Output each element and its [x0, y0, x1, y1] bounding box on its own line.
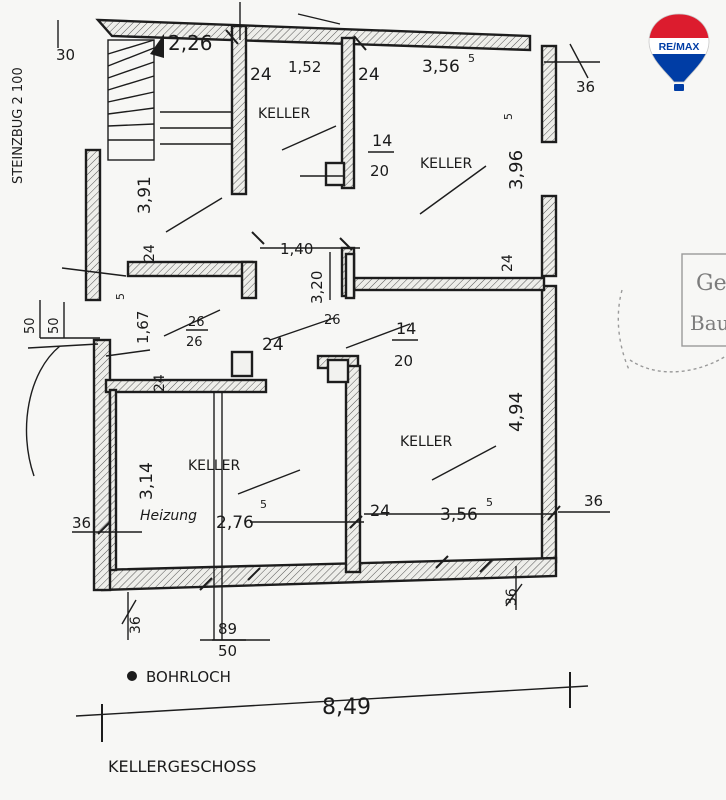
dim-text-3-56-bottom: 3,56: [440, 505, 478, 525]
dim-text-4-94: 4,94: [506, 392, 527, 432]
borehole-label: BOHRLOCH: [146, 668, 231, 686]
dim-text-14b-den: 20: [394, 352, 413, 370]
dimension-ticks: [97, 29, 561, 591]
stamp-text-2: Bau: [690, 311, 726, 335]
interior-walls: [104, 24, 546, 574]
dim-text-36-left: 36: [72, 514, 91, 532]
dim-text-36-bb: 36: [504, 588, 520, 606]
dim-text-24c: 24: [142, 244, 158, 262]
dim-text-14a-num: 14: [372, 131, 392, 150]
remax-balloon-logo: RE/MAX: [648, 13, 710, 91]
stamp-text-1: Ge: [696, 271, 726, 296]
dim-text-26b: 26: [324, 313, 341, 328]
room-label-keller-2: KELLER: [420, 156, 472, 172]
dim-text-30: 30: [56, 46, 75, 64]
overall-width: 8,49: [322, 695, 371, 720]
outer-walls: [84, 18, 558, 592]
dim-text-36-br: 36: [584, 492, 603, 510]
dimension-texts: 30 2,26 24 1,52 24 3,56 5 36 3,96 5 14 2…: [11, 31, 603, 660]
dim-text-50b: 50: [47, 317, 62, 334]
dim-text-24d: 24: [500, 254, 516, 272]
dimension-lines: [25, 2, 610, 742]
dim-text-24f: 24: [152, 374, 168, 392]
dim-text-3-20: 3,20: [308, 271, 326, 304]
approval-stamp: Ge Bau: [617, 253, 726, 373]
dim-text-3-91: 3,91: [135, 176, 155, 214]
dim-sup-5e: 5: [486, 496, 493, 509]
dim-sup-5d: 5: [260, 498, 267, 511]
room-labels: KELLER KELLER KELLER KELLER Heizung: [140, 106, 472, 524]
stair-note: STEINZBUG 2 100: [11, 67, 26, 184]
room-label-keller-1: KELLER: [258, 106, 310, 122]
dim-text-3-56-top: 3,56: [422, 57, 460, 77]
dim-text-24e: 24: [262, 335, 284, 355]
dim-text-89: 89: [218, 620, 237, 638]
logo-text: RE/MAX: [659, 41, 700, 53]
dim-text-3-14: 3,14: [137, 462, 157, 500]
dim-text-50a: 50: [23, 317, 38, 334]
dim-text-26-den: 26: [186, 335, 203, 350]
dim-text-1-40: 1,40: [280, 240, 313, 258]
dim-text-50c: 50: [218, 642, 237, 660]
dim-text-3-96: 3,96: [506, 150, 527, 190]
dim-text-14a-den: 20: [370, 162, 389, 180]
staircase: [57, 20, 232, 161]
borehole-dot-icon: [127, 671, 137, 681]
dim-sup-5c: 5: [114, 293, 127, 300]
dim-text-24a: 24: [250, 65, 272, 85]
room-label-keller-3: KELLER: [400, 434, 452, 450]
arrow-icon: [150, 34, 164, 58]
dim-text-26-num: 26: [188, 315, 205, 330]
dim-sup-5b: 5: [502, 113, 515, 120]
dim-text-1-52: 1,52: [288, 58, 321, 76]
room-label-heizung: Heizung: [140, 508, 197, 524]
floor-title: KELLERGESCHOSS: [108, 757, 256, 776]
dim-text-1-67: 1,67: [134, 311, 152, 344]
dim-text-36-bl: 36: [128, 616, 144, 634]
dim-text-2-26: 2,26: [168, 31, 213, 55]
dim-text-24g: 24: [370, 501, 390, 520]
dim-sup-5a: 5: [468, 52, 475, 65]
dim-text-24b: 24: [358, 65, 380, 85]
dim-text-36-tr: 36: [576, 78, 595, 96]
dim-text-2-76: 2,76: [216, 513, 254, 533]
dim-text-14b-num: 14: [396, 319, 416, 338]
room-label-keller-4: KELLER: [188, 458, 240, 474]
bottom-labels: BOHRLOCH 8,49 KELLERGESCHOSS: [108, 668, 371, 776]
